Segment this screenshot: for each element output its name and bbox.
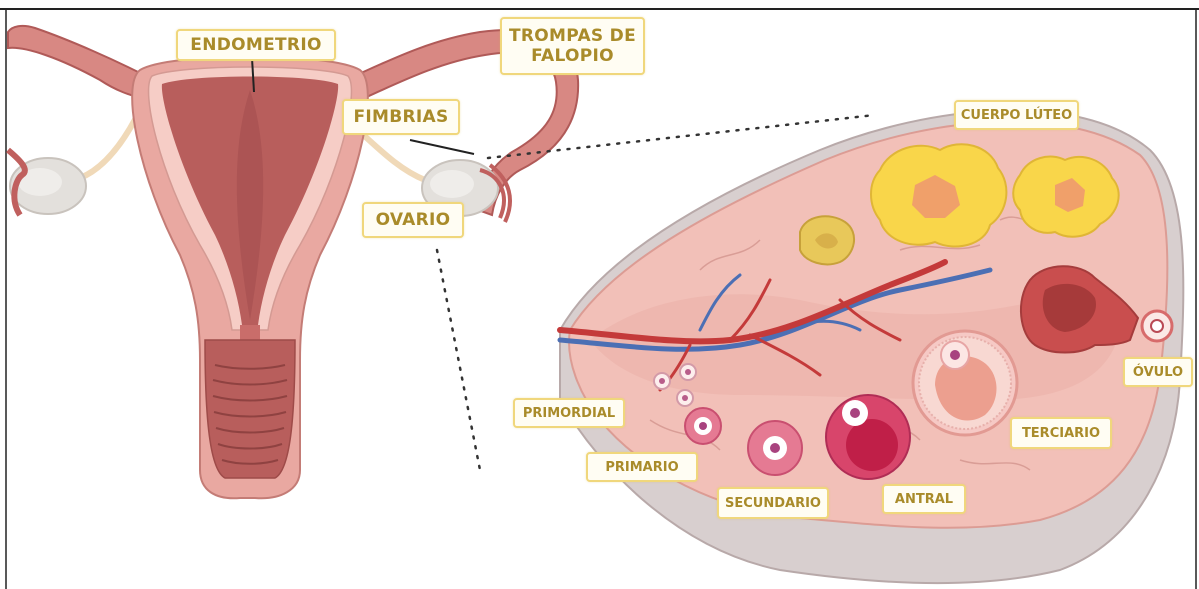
fimbrias-pointer [410, 140, 474, 154]
corpus-luteum-large [871, 144, 1006, 246]
label-cuerpo-luteo: CUERPO LÚTEO [954, 100, 1079, 130]
label-ovulo: ÓVULO [1123, 357, 1193, 387]
label-endometrio: ENDOMETRIO [176, 29, 336, 61]
label-ovario: OVARIO [362, 202, 464, 238]
label-antral: ANTRAL [882, 484, 966, 514]
left-fallopian-tube [8, 26, 150, 100]
ovary-enlarged [560, 110, 1183, 583]
label-primordial: PRIMORDIAL [513, 398, 625, 428]
primary-follicle [685, 408, 721, 444]
antral-follicle [826, 395, 910, 479]
label-primario: PRIMARIO [586, 452, 698, 482]
zoom-line-bottom [437, 250, 480, 470]
label-trompas-de-falopio: TROMPAS DE FALOPIO [500, 17, 645, 75]
secondary-follicle [748, 421, 802, 475]
label-terciario: TERCIARIO [1010, 417, 1112, 449]
tertiary-follicle [913, 331, 1017, 435]
uterus [8, 26, 578, 498]
left-ovarian-ligament [80, 110, 140, 178]
vagina [205, 340, 295, 478]
label-fimbrias: FIMBRIAS [342, 99, 460, 135]
right-ovarian-ligament [358, 130, 425, 180]
ovulo-cell [1142, 311, 1172, 341]
label-secundario: SECUNDARIO [717, 487, 829, 519]
